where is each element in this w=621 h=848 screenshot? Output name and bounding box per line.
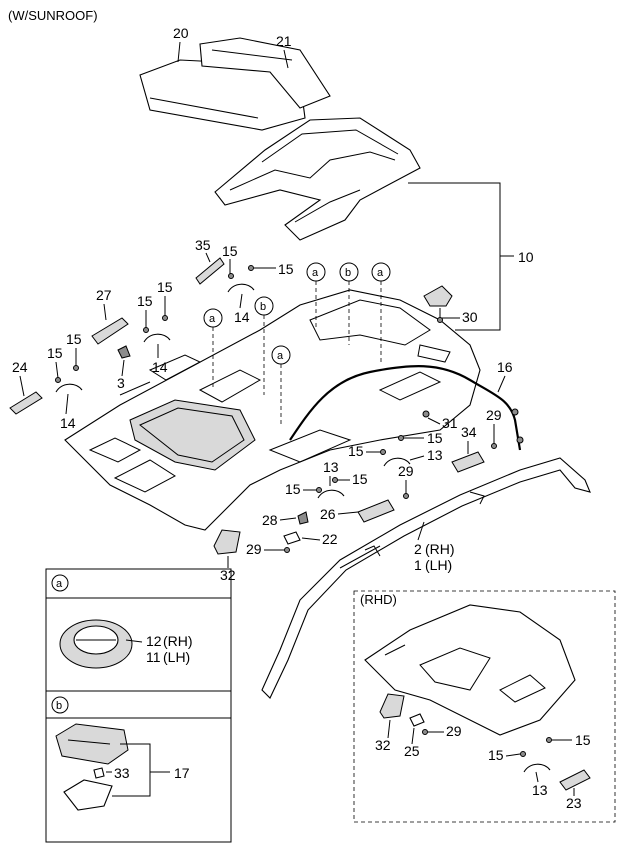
label-15: 15	[285, 481, 301, 497]
svg-text:b: b	[260, 301, 266, 313]
callout-a: a	[371, 262, 391, 365]
label-11: 11	[146, 649, 161, 665]
label-27: 27	[96, 287, 112, 303]
callout-a: a	[271, 345, 291, 425]
callout-a: a	[306, 262, 326, 330]
inset-a: a	[45, 568, 232, 692]
label-16: 16	[497, 359, 513, 375]
label-15: 15	[157, 279, 173, 295]
label-15: 15	[352, 471, 368, 487]
headlining-panel	[64, 289, 481, 531]
svg-text:a: a	[377, 267, 384, 279]
svg-text:a: a	[277, 350, 284, 362]
label-15: 15	[427, 430, 443, 446]
label-30: 30	[462, 309, 478, 325]
label-15: 15	[47, 345, 63, 361]
label-20: 20	[173, 25, 189, 41]
label-32: 32	[375, 737, 391, 753]
label-29: 29	[486, 407, 502, 423]
label-14: 14	[234, 309, 250, 325]
svg-text:a: a	[56, 578, 63, 590]
label-2: 2	[414, 541, 422, 557]
side-rh: (RH)	[163, 633, 193, 649]
rhd-title: (RHD)	[360, 592, 397, 607]
assist-handle-14	[55, 383, 83, 393]
callout-b: b	[339, 262, 359, 345]
label-13: 13	[427, 447, 443, 463]
svg-text:a: a	[312, 267, 319, 279]
label-15: 15	[278, 261, 294, 277]
label-28: 28	[262, 512, 278, 528]
label-21: 21	[276, 33, 292, 49]
label-23: 23	[566, 795, 582, 811]
label-14: 14	[152, 359, 168, 375]
harness-clip	[511, 408, 519, 416]
label-13: 13	[532, 782, 548, 798]
label-15: 15	[66, 331, 82, 347]
part-28	[297, 511, 309, 525]
label-29: 29	[246, 541, 262, 557]
part-24	[9, 391, 43, 415]
harness-clip	[516, 436, 524, 444]
callout-a: a	[203, 308, 223, 390]
label-32: 32	[220, 567, 236, 583]
label-13: 13	[323, 459, 339, 475]
part-32	[213, 529, 241, 555]
label-22: 22	[322, 531, 338, 547]
label-24: 24	[12, 359, 28, 375]
label-1: 1	[414, 557, 422, 573]
label-17: 17	[174, 765, 190, 781]
sunroof-panel-21	[199, 37, 331, 109]
label-3: 3	[117, 375, 125, 391]
part-27	[91, 317, 129, 345]
label-15: 15	[575, 732, 591, 748]
part-26	[357, 499, 395, 523]
part-34	[451, 451, 485, 473]
assist-handle-14	[143, 333, 171, 343]
assist-handle-13	[317, 489, 345, 499]
label-15: 15	[348, 443, 364, 459]
label-10: 10	[518, 249, 534, 265]
label-31: 31	[442, 415, 458, 431]
label-29: 29	[398, 463, 414, 479]
label-25: 25	[404, 743, 420, 759]
part-25-rhd	[409, 713, 425, 727]
part-23-rhd	[559, 769, 591, 791]
side-lh: (LH)	[425, 557, 452, 573]
label-29: 29	[446, 723, 462, 739]
label-26: 26	[320, 506, 336, 522]
part-35	[195, 257, 225, 285]
part-3	[117, 345, 131, 359]
assist-handle-14	[227, 283, 255, 293]
side-lh: (LH)	[163, 649, 190, 665]
variant-title: (W/SUNROOF)	[8, 8, 98, 23]
svg-text:b: b	[56, 700, 62, 712]
assist-handle-13-rhd	[523, 763, 551, 773]
callout-b: b	[254, 296, 274, 395]
label-35: 35	[195, 237, 211, 253]
side-rh: (RH)	[425, 541, 455, 557]
label-15: 15	[137, 293, 153, 309]
assist-handle-13	[383, 457, 411, 467]
label-12: 12	[146, 633, 162, 649]
part-31	[422, 410, 430, 418]
label-15: 15	[488, 747, 504, 763]
sunroof-frame	[214, 117, 421, 241]
roof-rail-airbag	[261, 457, 591, 699]
label-15: 15	[222, 243, 238, 259]
label-33: 33	[114, 765, 130, 781]
svg-text:b: b	[345, 267, 351, 279]
label-34: 34	[461, 424, 477, 440]
inset-b: b	[45, 690, 232, 843]
part-22	[283, 531, 301, 545]
label-14: 14	[60, 415, 76, 431]
rhd-inset	[353, 590, 616, 823]
part-30	[423, 285, 453, 307]
part-32-rhd	[379, 693, 405, 719]
svg-text:a: a	[209, 313, 216, 325]
